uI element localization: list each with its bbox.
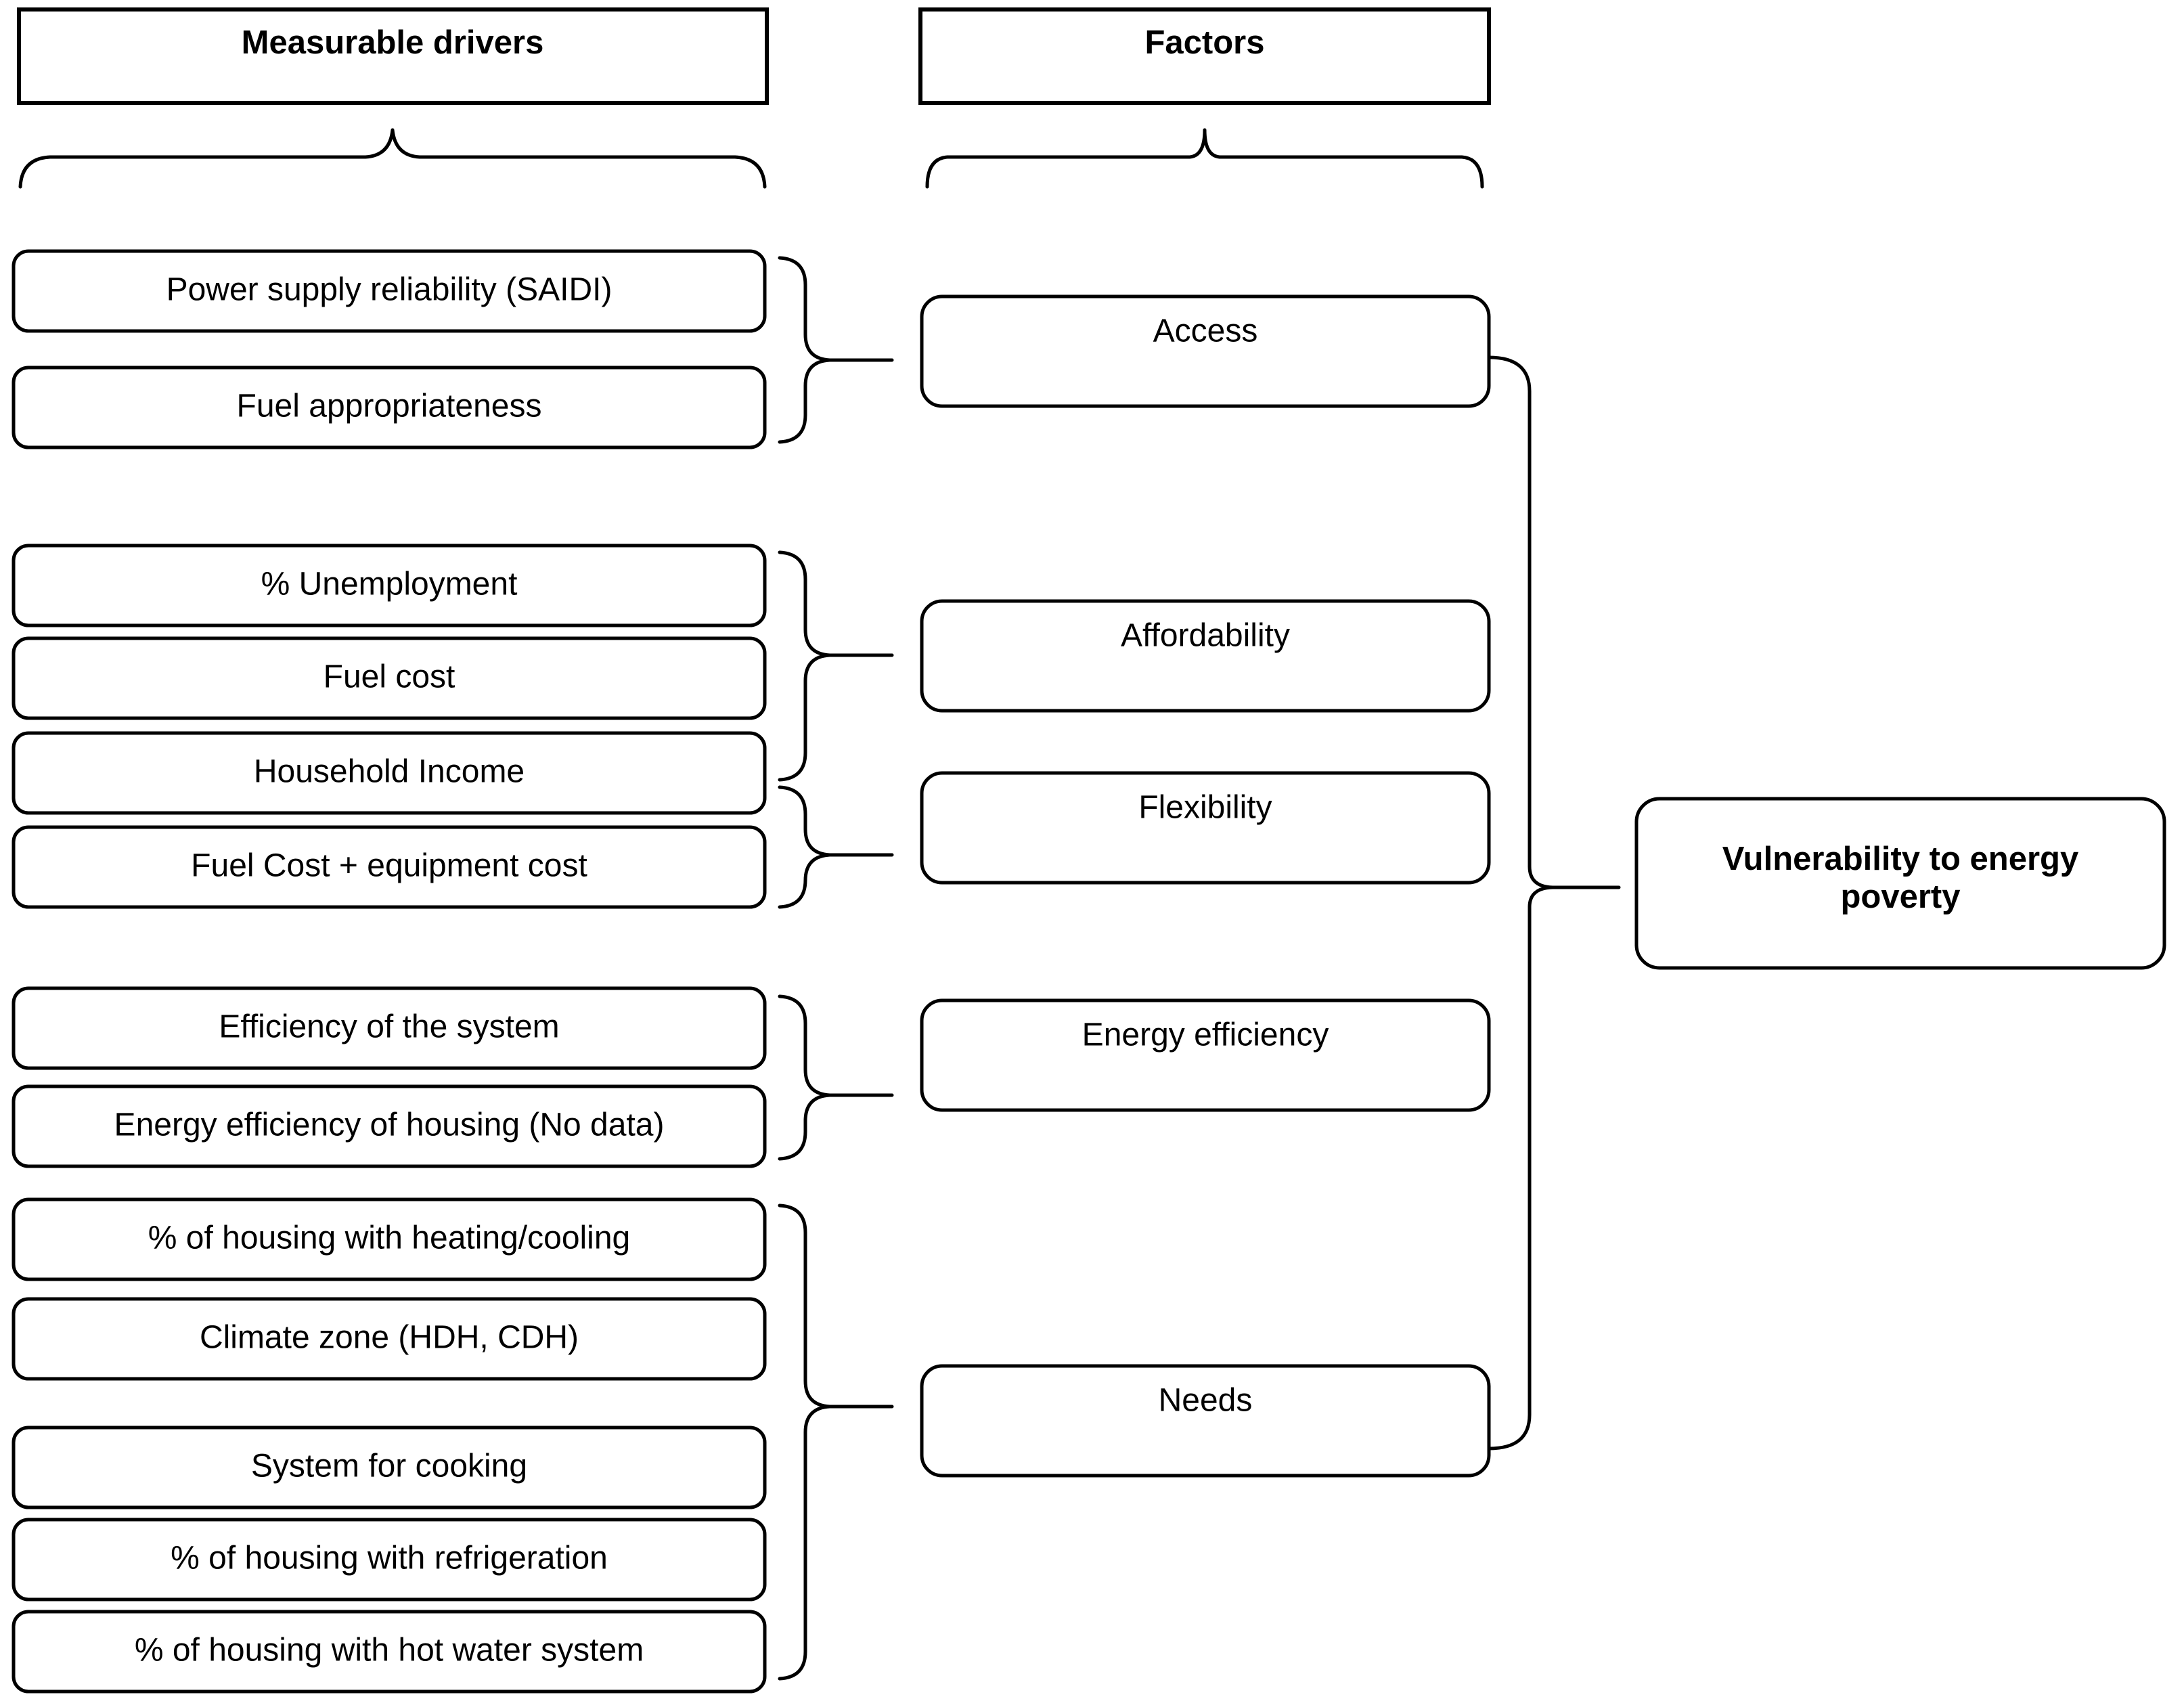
outcome-node[interactable]: Vulnerability to energy poverty [1634,797,2166,970]
factor-label-needs: Needs [1159,1383,1253,1419]
factor-box-affordability[interactable] [920,599,1491,713]
driver-node-d13[interactable]: % of housing with hot water system [12,1610,767,1694]
driver-box-d7[interactable] [12,986,767,1070]
driver-box-d3[interactable] [12,544,767,627]
connector-needs-to-trunk [1487,905,1532,1451]
driver-label-d3: % Unemployment [261,567,518,602]
brace-energy-efficiency-icon [778,994,832,1161]
factor-node-f4[interactable]: Energy efficiency [920,998,1491,1112]
driver-label-d7: Efficiency of the system [219,1009,559,1045]
driver-node-d5[interactable]: Household Income [12,731,767,815]
driver-node-d11[interactable]: System for cooking [12,1426,767,1509]
driver-label-d2: Fuel appropriateness [237,389,542,424]
driver-node-d12[interactable]: % of housing with refrigeration [12,1518,767,1601]
driver-node-d1[interactable]: Power supply reliability (SAIDI) [12,249,767,333]
driver-node-d2[interactable]: Fuel appropriateness [12,366,767,449]
factor-box-needs[interactable] [920,1364,1491,1478]
driver-label-d5: Household Income [254,754,525,790]
brace-affordability-icon [778,550,832,782]
top-brace-factors-icon [925,128,1484,189]
factor-label-energy-efficiency: Energy efficiency [1082,1017,1329,1053]
outcome-label-line1: Vulnerability to energy [1722,841,2078,877]
factor-node-f1[interactable]: Access [920,294,1491,408]
factor-box-access[interactable] [920,294,1491,408]
header-label-measurable-drivers: Measurable drivers [242,24,544,61]
driver-node-d8[interactable]: Energy efficiency of housing (No data) [12,1084,767,1168]
outcome-label-line2: poverty [1840,879,1960,915]
factor-label-affordability: Affordability [1121,618,1290,654]
driver-node-d10[interactable]: Climate zone (HDH, CDH) [12,1297,767,1381]
outcome-box-vulnerability[interactable] [1634,797,2166,970]
driver-box-d8[interactable] [12,1084,767,1168]
driver-box-d1[interactable] [12,249,767,333]
driver-box-d9[interactable] [12,1197,767,1281]
driver-node-d7[interactable]: Efficiency of the system [12,986,767,1070]
driver-box-d6[interactable] [12,825,767,909]
driver-node-d3[interactable]: % Unemployment [12,544,767,627]
driver-box-d4[interactable] [12,636,767,720]
driver-node-d9[interactable]: % of housing with heating/cooling [12,1197,767,1281]
header-factors: Factors [918,7,1491,105]
driver-label-d10: Climate zone (HDH, CDH) [200,1320,579,1356]
brace-needs-icon [778,1203,832,1681]
driver-label-d1: Power supply reliability (SAIDI) [166,272,612,308]
header-box-measurable-drivers [17,7,769,105]
brace-access-icon [778,256,832,444]
driver-label-d4: Fuel cost [324,659,455,695]
factor-box-energy-efficiency[interactable] [920,998,1491,1112]
driver-box-d12[interactable] [12,1518,767,1601]
header-measurable-drivers: Measurable drivers [17,7,769,105]
driver-box-d10[interactable] [12,1297,767,1381]
factor-label-flexibility: Flexibility [1138,790,1272,826]
connector-access-to-trunk [1487,355,1532,868]
top-brace-drivers-icon [18,128,767,189]
factor-node-f2[interactable]: Affordability [920,599,1491,713]
header-box-factors [918,7,1491,105]
driver-label-d8: Energy efficiency of housing (No data) [114,1107,665,1143]
brace-flexibility-icon [778,785,832,909]
driver-label-d13: % of housing with hot water system [135,1633,644,1669]
driver-label-d6: Fuel Cost + equipment cost [191,848,587,884]
factor-label-access: Access [1153,313,1258,349]
factor-box-flexibility[interactable] [920,771,1491,885]
trunk-brace-apex-icon [1528,864,1555,909]
factor-node-f5[interactable]: Needs [920,1364,1491,1478]
driver-label-d11: System for cooking [251,1449,527,1484]
driver-label-d12: % of housing with refrigeration [171,1541,608,1576]
driver-box-d2[interactable] [12,366,767,449]
driver-label-d9: % of housing with heating/cooling [148,1220,630,1256]
factor-node-f3[interactable]: Flexibility [920,771,1491,885]
driver-node-d4[interactable]: Fuel cost [12,636,767,720]
driver-box-d13[interactable] [12,1610,767,1694]
driver-box-d5[interactable] [12,731,767,815]
driver-node-d6[interactable]: Fuel Cost + equipment cost [12,825,767,909]
driver-box-d11[interactable] [12,1426,767,1509]
header-label-factors: Factors [1144,24,1264,61]
